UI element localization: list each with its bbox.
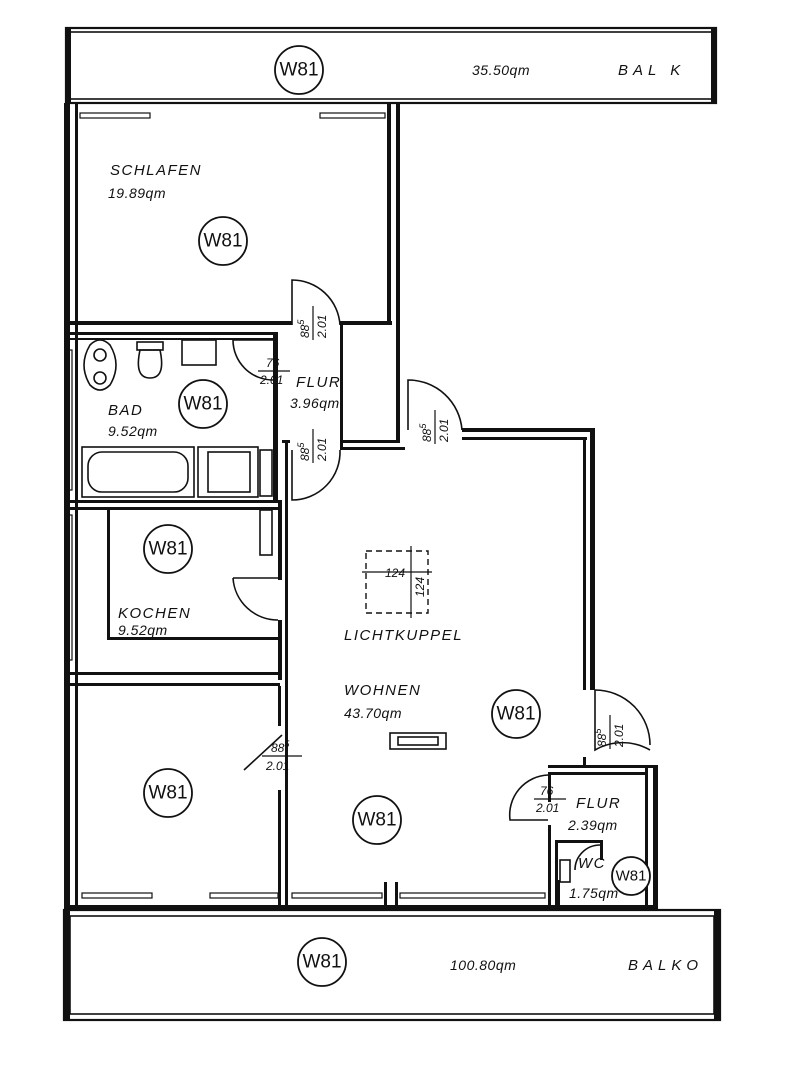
svg-text:W81: W81 [148,783,187,804]
wohnen-name: WOHNEN [344,682,421,699]
balcony-top [64,26,718,105]
door-dim: 885 2.01 [418,410,451,444]
room-labels: 35.50qm BAL K SCHLAFEN 19.89qm BAD 9.52q… [108,62,703,974]
cabinet-icon [259,449,273,497]
unit-badge: W81 [178,379,228,429]
schlafen-name: SCHLAFEN [110,162,202,179]
balkon-bottom-area: 100.80qm [450,957,516,973]
svg-text:2.01: 2.01 [265,759,289,773]
flur2-name: FLUR [576,795,621,812]
svg-text:W81: W81 [203,231,242,252]
door-dim: 885 2.01 [296,306,329,340]
flur1-area: 3.96qm [290,395,340,411]
door-dim: 76 2.01 [534,784,566,815]
svg-text:W81: W81 [183,394,222,415]
svg-text:885: 885 [271,739,290,755]
door-dim: 885 2.01 [593,715,626,749]
svg-text:2.01: 2.01 [612,724,626,748]
svg-text:76: 76 [540,784,554,798]
svg-text:W81: W81 [279,60,318,81]
schlafen-area: 19.89qm [108,185,166,201]
svg-text:885: 885 [418,423,434,442]
skylight-depth: 124 [413,577,427,597]
svg-text:2.01: 2.01 [535,801,559,815]
unit-badges: W81 W81 W81 W81 W81 W81 W81 W81 W81 [143,45,651,987]
stove-icon [259,509,273,556]
unit-badge: W81 [297,937,347,987]
windows [65,112,546,908]
bathtub-icon [81,446,195,498]
balkon-top-area: 35.50qm [472,62,530,78]
interior-walls [70,325,658,910]
kochen-name: KOCHEN [118,605,191,622]
balcony-bottom [62,908,722,1022]
flur1-name: FLUR [296,374,341,391]
door-swings [232,279,651,871]
unit-badge: W81 [198,216,248,266]
svg-text:76: 76 [266,356,280,370]
wc-name: WC [578,855,606,872]
svg-text:885: 885 [296,319,312,338]
kochen-area: 9.52qm [118,622,168,638]
skylight: 124 124 LICHTKUPPEL [344,546,463,644]
unit-badge: W81 [143,768,193,818]
unit-badge: W81 [611,856,651,896]
balkon-top-name: BAL K [618,62,685,79]
door-dimensions: 885 2.01 76 2.01 885 2.01 885 2.01 885 2… [258,306,626,815]
unit-badge: W81 [352,795,402,845]
svg-text:W81: W81 [496,704,535,725]
sink-icon [181,339,217,366]
bad-area: 9.52qm [108,423,158,439]
flur2-area: 2.39qm [567,817,618,833]
svg-text:2.01: 2.01 [315,438,329,462]
svg-text:2.01: 2.01 [315,315,329,339]
svg-text:W81: W81 [302,952,341,973]
svg-text:W81: W81 [616,868,647,885]
unit-badge: W81 [491,689,541,739]
svg-text:W81: W81 [148,539,187,560]
door-dim: 885 2.01 [262,739,302,773]
fireplace-icon [389,732,447,750]
svg-text:885: 885 [593,728,609,747]
toilet-icon [136,341,164,379]
door-dim: 76 2.01 [258,356,290,387]
skylight-width: 124 [385,566,405,580]
svg-text:2.01: 2.01 [437,419,451,443]
fixtures [81,339,571,883]
svg-text:885: 885 [296,442,312,461]
wc-sink-icon [559,859,571,883]
shower-icon [197,446,259,498]
unit-badge: W81 [274,45,324,95]
wohnen-area: 43.70qm [344,705,402,721]
svg-text:W81: W81 [357,810,396,831]
wc-area: 1.75qm [569,885,619,901]
bad-name: BAD [108,402,143,419]
bidet-icon [83,339,117,391]
skylight-label: LICHTKUPPEL [344,627,463,644]
balkon-bottom-name: BALKO [628,957,703,974]
svg-text:2.01: 2.01 [259,373,283,387]
door-dim: 885 2.01 [296,429,329,463]
unit-badge: W81 [143,524,193,574]
